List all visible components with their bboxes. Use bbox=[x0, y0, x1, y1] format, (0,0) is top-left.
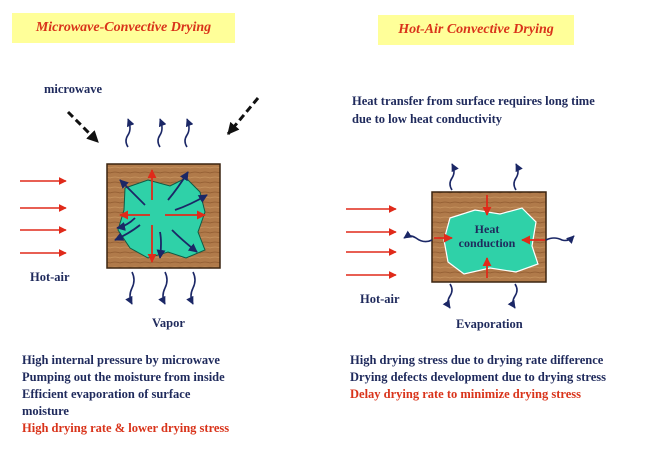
right-moisture-core bbox=[443, 207, 539, 275]
left-note-1: High internal pressure by microwave bbox=[22, 353, 220, 367]
left-vapor-up-arrows bbox=[125, 118, 194, 148]
right-notes: High drying stress due to drying rate di… bbox=[350, 352, 655, 403]
left-vapor-down-arrows bbox=[125, 271, 196, 305]
heat-conduction-label: Heat conduction bbox=[452, 222, 522, 250]
right-title: Hot-Air Convective Drying bbox=[378, 15, 574, 45]
evaporation-label: Evaporation bbox=[456, 317, 523, 331]
right-note-2: Drying defects development due to drying… bbox=[350, 370, 606, 384]
heat-conduction-line2: conduction bbox=[458, 236, 516, 250]
right-hotair-arrows bbox=[346, 205, 397, 279]
right-heat-arrows bbox=[434, 195, 545, 278]
left-title: Microwave-Convective Drying bbox=[12, 13, 235, 43]
heat-note-line2: due to low heat conductivity bbox=[352, 112, 502, 126]
heat-conduction-line1: Heat bbox=[474, 222, 500, 236]
right-evaporation-arrows bbox=[403, 163, 575, 309]
right-hotair-label: Hot-air bbox=[360, 292, 400, 306]
left-internal-arrows bbox=[114, 169, 208, 263]
microwave-label: microwave bbox=[44, 82, 103, 96]
left-note-2: Pumping out the moisture from inside bbox=[22, 370, 225, 384]
right-note-1: High drying stress due to drying rate di… bbox=[350, 353, 604, 367]
right-note-3: Delay drying rate to minimize drying str… bbox=[350, 387, 581, 401]
microwave-arrows bbox=[66, 97, 260, 144]
left-hotair-arrows bbox=[20, 177, 67, 257]
vapor-label: Vapor bbox=[152, 316, 185, 330]
left-wood-block bbox=[106, 163, 221, 269]
left-notes: High internal pressure by microwave Pump… bbox=[22, 352, 272, 437]
left-hotair-label: Hot-air bbox=[30, 270, 70, 284]
left-note-4: High drying rate & lower drying stress bbox=[22, 421, 230, 435]
left-note-3: Efficient evaporation of surface moistur… bbox=[22, 387, 191, 418]
heat-note-line1: Heat transfer from surface requires long… bbox=[352, 94, 595, 108]
